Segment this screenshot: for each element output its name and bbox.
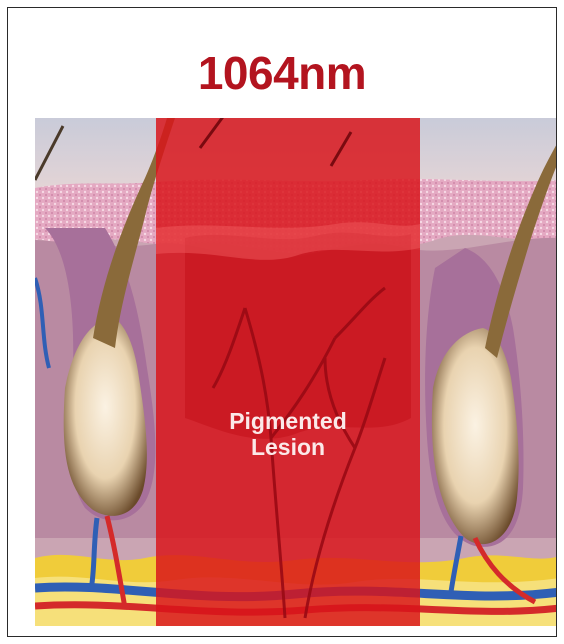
label-line-1: Pigmented — [156, 408, 420, 434]
label-line-2: Lesion — [156, 434, 420, 460]
skin-cross-section-illustration — [35, 118, 557, 626]
wavelength-title: 1064nm — [8, 46, 556, 100]
pigmented-lesion-label: Pigmented Lesion — [156, 408, 420, 460]
figure-frame: 1064nm — [7, 7, 557, 637]
